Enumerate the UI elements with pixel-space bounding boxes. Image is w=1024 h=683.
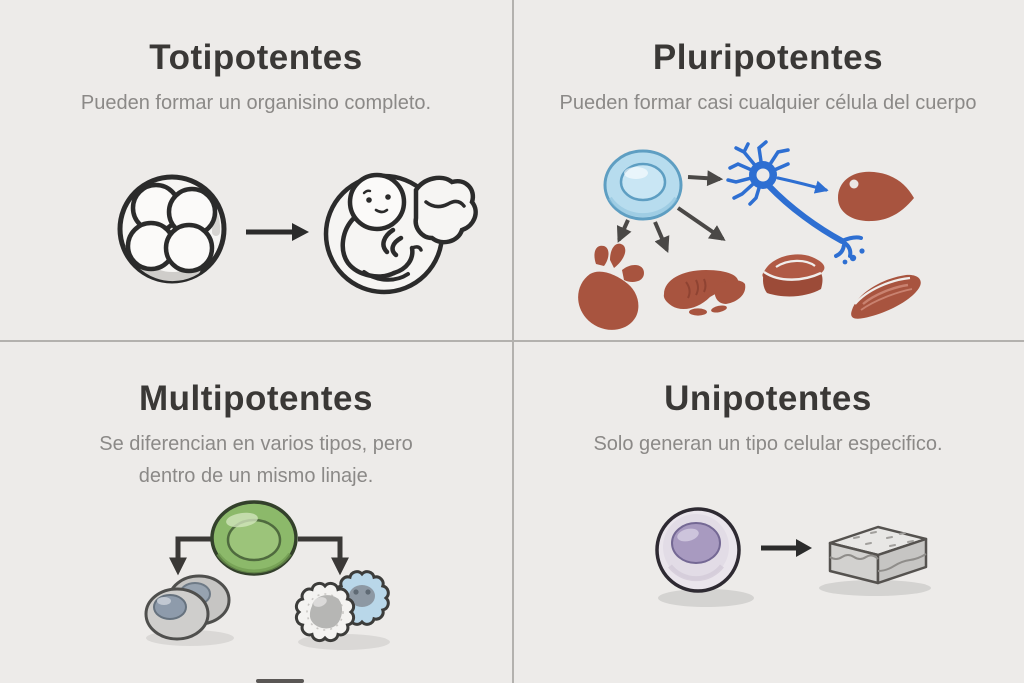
panel-title-multipotentes: Multipotentes [139, 379, 373, 418]
white-blood-cells-icon [294, 570, 390, 650]
bottom-edge-artifact [256, 679, 304, 683]
stem-cell-blue-icon [603, 149, 683, 221]
panel-totipotentes: Totipotentes Pueden formar un organisino… [0, 0, 512, 341]
pluripotentes-illustration [578, 140, 921, 330]
neuron-icon [726, 140, 865, 265]
multipotentes-illustration [144, 500, 390, 650]
totipotentes-illustration [117, 172, 478, 295]
panel-unipotentes: Unipotentes Solo generan un tipo celular… [512, 341, 1024, 682]
panel-pluripotentes: Pluripotentes Pueden formar casi cualqui… [512, 0, 1024, 341]
blood-cells-icon [144, 574, 234, 646]
morula-icon [117, 174, 227, 284]
panel-description-totipotentes: Pueden formar un organisino completo. [80, 92, 432, 114]
heart-icon [578, 243, 644, 330]
panel-title-pluripotentes: Pluripotentes [652, 38, 884, 77]
panel-description-pluripotentes: Pueden formar casi cualquier célula del … [559, 92, 977, 114]
unipotentes-illustration [655, 507, 931, 607]
panel-title-totipotentes: Totipotentes [149, 38, 363, 77]
arrow-icons [616, 170, 726, 253]
tissue-block-icon [819, 525, 931, 596]
elbow-arrow-icons [169, 536, 349, 576]
panel-description-unipotentes: Solo generan un tipo celular especifico. [593, 433, 943, 455]
panel-description-multipotentes: Se diferencian en varios tipos, pero den… [99, 433, 413, 487]
quadrant-divider-horizontal [0, 340, 1024, 342]
panel-title-unipotentes: Unipotentes [664, 379, 872, 418]
muscle-fiber-icon [851, 274, 921, 319]
cell-purple-icon [655, 507, 754, 607]
muscle-block-icon [762, 254, 825, 297]
stem-cell-green-icon [210, 500, 298, 576]
panel-multipotentes: Multipotentes Se diferencian en varios t… [0, 341, 512, 682]
liver-icon [663, 270, 746, 316]
fetus-icon [323, 172, 478, 295]
arrow-right-icon [761, 539, 812, 557]
organ-drop-icon [838, 171, 914, 222]
arrow-right-icon [246, 223, 309, 241]
